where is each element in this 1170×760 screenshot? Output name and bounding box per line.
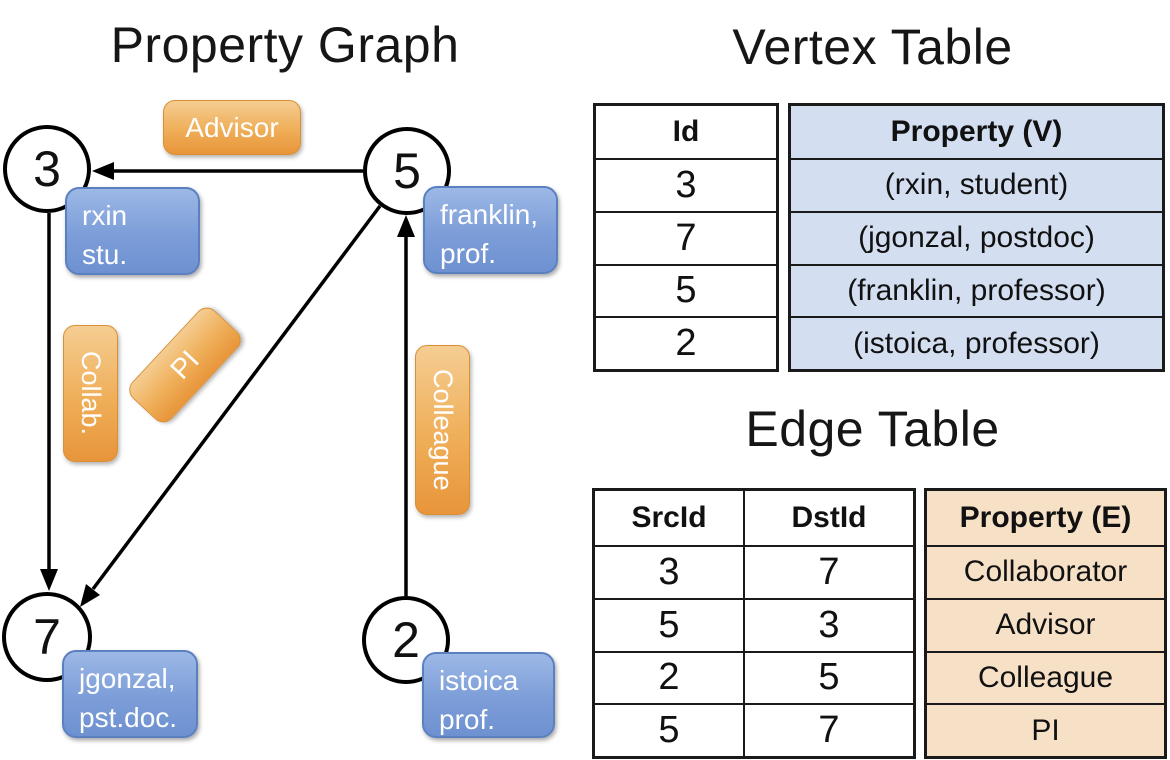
table-cell: 5 xyxy=(596,263,776,317)
table-cell: 3 xyxy=(743,597,913,651)
vertex-table-id-column: Id 3 7 5 2 xyxy=(593,103,779,372)
edge-table-property-column: Property (E) Collaborator Advisor Collea… xyxy=(924,488,1167,759)
vertex-property-line2: stu. xyxy=(82,239,128,270)
vertex-id-label: 2 xyxy=(392,612,420,668)
edge-arrow-5-7 xyxy=(80,584,100,607)
edge-table-property-header: Property (E) xyxy=(959,501,1132,534)
table-cell: 7 xyxy=(743,703,913,756)
vertex-property-box-franklin: franklin, prof. xyxy=(423,186,558,274)
vertex-property-line2: prof. xyxy=(440,238,497,269)
table-cell: PI xyxy=(927,703,1164,756)
table-cell: 5 xyxy=(595,597,743,651)
vertex-id-label: 7 xyxy=(33,609,61,665)
vertex-property-line1: franklin, xyxy=(440,199,539,230)
edge-table-dst-header: DstId xyxy=(743,491,913,545)
edge-label-text: Advisor xyxy=(185,111,279,143)
edge-label-text: PI xyxy=(164,344,205,385)
edge-label-text: Colleague xyxy=(428,369,458,491)
vertex-property-line1: rxin xyxy=(82,200,128,231)
edge-label-advisor: Advisor xyxy=(163,100,301,155)
edge-line-5-7 xyxy=(91,204,382,591)
table-cell: (franklin, professor) xyxy=(791,263,1162,317)
vertex-property-box-rxin: rxin stu. xyxy=(65,187,200,275)
table-cell: 3 xyxy=(596,158,776,211)
edge-label-text: Collab. xyxy=(76,351,106,436)
table-cell: 5 xyxy=(595,703,743,756)
edge-table-src-dst-columns: SrcId DstId 3 7 5 3 2 5 5 7 xyxy=(592,488,916,759)
table-cell: 5 xyxy=(743,650,913,704)
edge-arrow-5-3 xyxy=(92,162,114,180)
table-cell: 2 xyxy=(596,316,776,369)
vertex-table-id-header: Id xyxy=(672,115,700,148)
vertex-table-title: Vertex Table xyxy=(732,19,1013,75)
edge-label-collab: Collab. xyxy=(63,325,118,462)
table-cell: (istoica, professor) xyxy=(791,316,1162,369)
vertex-property-box-istoica: istoica prof. xyxy=(422,652,555,738)
edge-table-src-header: SrcId xyxy=(631,501,707,534)
edge-arrow-2-5 xyxy=(397,215,415,237)
table-cell: (jgonzal, postdoc) xyxy=(791,210,1162,264)
property-graph-title: Property Graph xyxy=(110,17,460,73)
vertex-property-line1: jgonzal, xyxy=(79,663,176,694)
table-cell: Colleague xyxy=(927,650,1164,704)
table-cell: 2 xyxy=(595,650,743,704)
vertex-id-label: 3 xyxy=(33,141,61,197)
table-cell: 7 xyxy=(596,210,776,264)
vertex-property-line2: pst.doc. xyxy=(79,702,178,733)
vertex-table-property-header: Property (V) xyxy=(890,115,1063,148)
vertex-property-line1: istoica xyxy=(439,665,519,696)
table-cell: (rxin, student) xyxy=(791,158,1162,211)
vertex-id-label: 5 xyxy=(393,143,421,199)
vertex-property-line2: prof. xyxy=(439,704,496,735)
graph-edges-svg xyxy=(40,162,415,607)
vertex-node-2: 2 xyxy=(362,596,450,684)
edge-table-title: Edge Table xyxy=(745,401,1000,457)
vertex-table-property-column: Property (V) (rxin, student) (jgonzal, p… xyxy=(788,103,1165,372)
edge-arrow-3-7 xyxy=(40,569,58,591)
table-cell: Collaborator xyxy=(927,545,1164,598)
table-cell: 3 xyxy=(595,545,743,598)
table-cell: 7 xyxy=(743,545,913,598)
table-cell: Advisor xyxy=(927,597,1164,651)
edge-label-colleague: Colleague xyxy=(415,345,470,515)
vertex-property-box-jgonzal: jgonzal, pst.doc. xyxy=(62,650,198,738)
